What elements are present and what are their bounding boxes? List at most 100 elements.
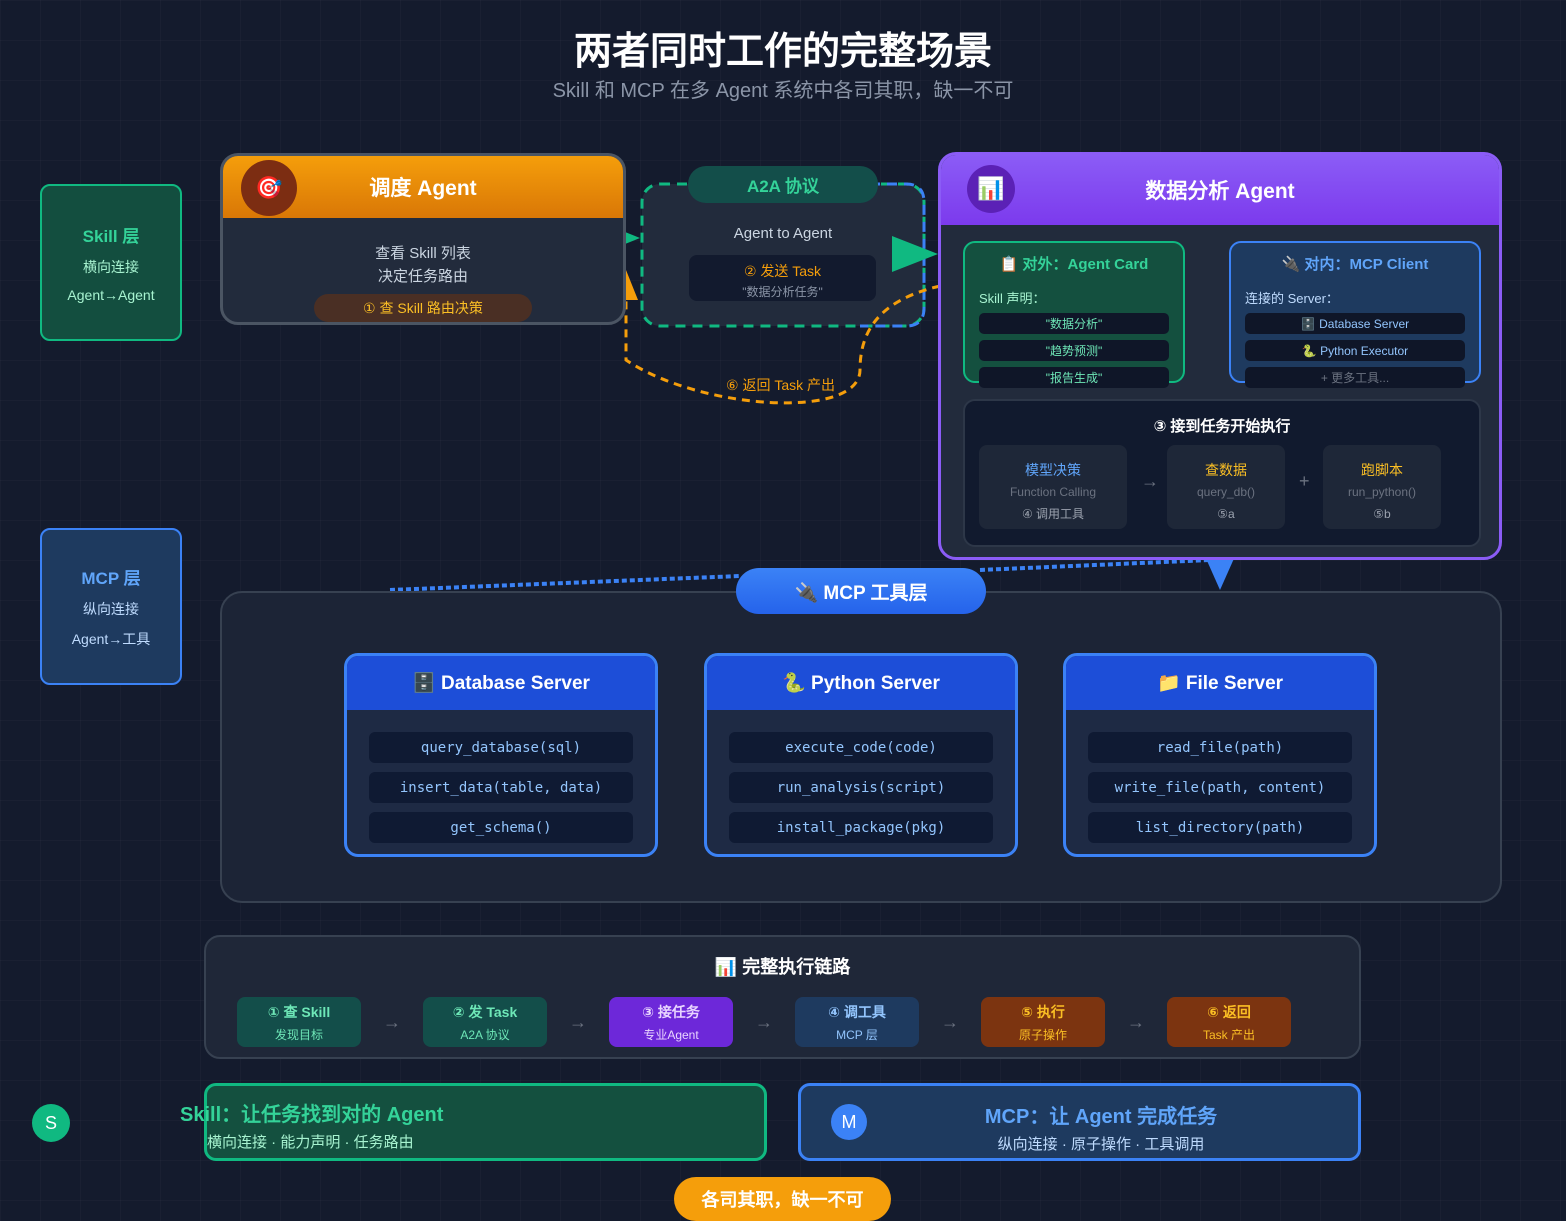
server-item: 🗄️ Database Server — [1245, 313, 1465, 334]
a2a-box-edge — [860, 182, 926, 328]
step-fn: Function Calling — [1009, 485, 1097, 499]
tool-function[interactable]: list_directory(path) — [1088, 812, 1352, 843]
analysis-agent-title: 数据分析 Agent — [1145, 180, 1295, 203]
page-title: 两者同时工作的完整场景 — [573, 31, 992, 73]
tool-function[interactable]: install_package(pkg) — [729, 812, 993, 843]
server-item: 🐍 Python Executor — [1245, 340, 1465, 361]
skill-item: "数据分析" — [979, 313, 1169, 334]
plus-icon: + — [1299, 471, 1310, 491]
step-desc: Task 产出 — [1202, 1027, 1255, 1042]
skill-summary-title: Skill：让任务找到对的 Agent — [180, 1104, 444, 1126]
step-label: ④ 调工具 — [828, 1003, 886, 1020]
file-server-card[interactable]: 📁 File Server read_file(path) write_file… — [1063, 653, 1377, 857]
mcp-client-title: 🔌 对内：MCP Client — [1281, 256, 1429, 273]
server-title: 🐍 Python Server — [707, 656, 1015, 710]
chain-step-5: ⑤ 执行原子操作 — [981, 997, 1105, 1047]
mcp-summary-desc: 纵向连接 · 原子操作 · 工具调用 — [997, 1136, 1205, 1153]
step-label: ⑥ 返回 — [1207, 1003, 1251, 1020]
agent-card-panel: 📋 对外：Agent Card Skill 声明： "数据分析" "趋势预测" … — [963, 241, 1185, 388]
step-label: ⑤ 执行 — [1021, 1003, 1065, 1020]
chain-title: 📊 完整执行链路 — [714, 957, 851, 977]
arrow-icon: → — [941, 1011, 959, 1032]
step-label: ③ 接任务 — [642, 1003, 700, 1020]
send-task-box: ② 发送 Task "数据分析任务" — [689, 255, 876, 301]
database-server-card[interactable]: 🗄️ Database Server query_database(sql) i… — [344, 653, 658, 857]
step-name: 跑脚本 — [1361, 462, 1403, 478]
skill-item: "趋势预测" — [979, 340, 1169, 361]
dispatch-line1: 查看 Skill 列表 — [375, 245, 471, 262]
skill-summary-card — [204, 1083, 767, 1161]
chain-step-6: ⑥ 返回 Task 产出 — [1167, 997, 1291, 1047]
tool-function[interactable]: insert_data(table, data) — [369, 772, 633, 803]
mcp-summary-card: M MCP：让 Agent 完成任务 纵向连接 · 原子操作 · 工具调用 — [798, 1083, 1361, 1161]
tool-function[interactable]: execute_code(code) — [729, 732, 993, 763]
task-name: "数据分析任务" — [742, 285, 823, 299]
step-desc: MCP 层 — [836, 1027, 878, 1042]
arrow-icon: → — [1127, 1011, 1145, 1032]
page-subtitle: Skill 和 MCP 在多 Agent 系统中各司其职，缺一不可 — [552, 80, 1014, 102]
connected-servers-label: 连接的 Server： — [1245, 291, 1339, 306]
tool-function[interactable]: read_file(path) — [1088, 732, 1352, 763]
mcp-badge: M — [831, 1104, 867, 1140]
send-task-label: ② 发送 Task — [743, 263, 822, 279]
skill-layer-label: Skill 层 横向连接 Agent→Agent — [40, 184, 182, 341]
tool-function[interactable]: get_schema() — [369, 812, 633, 843]
mcp-layer-line2: Agent→工具 — [71, 631, 151, 647]
mcp-layer-line1: 纵向连接 — [83, 601, 139, 617]
server-title: 📁 File Server — [1066, 656, 1374, 710]
step-name: 查数据 — [1205, 462, 1247, 478]
step-label: ① 查 Skill — [267, 1003, 331, 1020]
analysis-agent-card[interactable]: 📊 数据分析 Agent 📋 对外：Agent Card Skill 声明： "… — [938, 152, 1502, 560]
dispatch-agent-card[interactable]: 🎯 调度 Agent 查看 Skill 列表 决定任务路由 ① 查 Skill … — [220, 153, 626, 325]
arrow-icon: → — [755, 1011, 773, 1032]
mcp-layer-label: MCP 层 纵向连接 Agent→工具 — [40, 528, 182, 685]
step-tag: ⑤a — [1217, 507, 1235, 521]
mcp-layer-title: MCP 层 — [81, 569, 141, 588]
a2a-protocol-label: A2A 协议 — [688, 166, 878, 203]
agent-card-title: 📋 对外：Agent Card — [999, 256, 1149, 273]
more-tools-item: + 更多工具... — [1245, 367, 1465, 388]
step-desc: 专业Agent — [643, 1027, 699, 1042]
a2a-description: Agent to Agent — [733, 225, 833, 242]
arrow-icon: → — [383, 1011, 401, 1032]
server-title: 🗄️ Database Server — [347, 656, 655, 710]
return-task-label: ⑥ 返回 Task 产出 — [726, 377, 836, 393]
step-name: 模型决策 — [1025, 462, 1081, 478]
chain-step-4: ④ 调工具 MCP 层 — [795, 997, 919, 1047]
step-fn: query_db() — [1196, 485, 1256, 499]
arrow-to-analysis — [892, 236, 938, 272]
execution-panel: ③ 接到任务开始执行 模型决策 Function Calling ④ 调用工具 … — [963, 399, 1481, 547]
tool-function[interactable]: run_analysis(script) — [729, 772, 993, 803]
return-path — [624, 284, 941, 405]
footer-slogan: 各司其职，缺一不可 — [674, 1177, 891, 1221]
exec-step-query: 查数据 query_db() ⑤a — [1167, 445, 1285, 529]
tool-function[interactable]: write_file(path, content) — [1088, 772, 1352, 803]
skill-summary-desc: 横向连接 · 能力声明 · 任务路由 — [207, 1134, 414, 1151]
arrow-icon: → — [569, 1011, 587, 1032]
skill-layer-line2: Agent→Agent — [67, 287, 155, 303]
skill-declaration-label: Skill 声明： — [979, 291, 1046, 306]
mcp-tools-label: 🔌 MCP 工具层 — [736, 568, 986, 614]
mcp-summary-title: MCP：让 Agent 完成任务 — [984, 1106, 1218, 1128]
skill-badge: S — [32, 1104, 70, 1142]
step-tag: ④ 调用工具 — [1021, 507, 1085, 521]
step-label: ② 发 Task — [452, 1003, 518, 1020]
step-tag: ⑤b — [1373, 507, 1391, 521]
tool-function[interactable]: query_database(sql) — [369, 732, 633, 763]
step-desc: A2A 协议 — [460, 1027, 510, 1042]
arrow-icon: → — [1141, 471, 1159, 491]
chain-step-1: ① 查 Skill 发现目标 — [237, 997, 361, 1047]
python-server-card[interactable]: 🐍 Python Server execute_code(code) run_a… — [704, 653, 1018, 857]
chain-step-3: ③ 接任务专业Agent — [609, 997, 733, 1047]
step-desc: 发现目标 — [274, 1027, 323, 1042]
mcp-client-panel: 🔌 对内：MCP Client 连接的 Server： 🗄️ Database … — [1229, 241, 1481, 388]
dispatch-agent-title: 调度 Agent — [369, 177, 477, 200]
exec-step-script: 跑脚本 run_python() ⑤b — [1323, 445, 1441, 529]
target-icon: 🎯 — [241, 160, 297, 216]
execution-title: ③ 接到任务开始执行 — [1153, 418, 1291, 435]
chart-icon: 📊 — [967, 165, 1015, 213]
step-desc: 原子操作 — [1018, 1027, 1067, 1042]
exec-step-model: 模型决策 Function Calling ④ 调用工具 — [979, 445, 1127, 529]
